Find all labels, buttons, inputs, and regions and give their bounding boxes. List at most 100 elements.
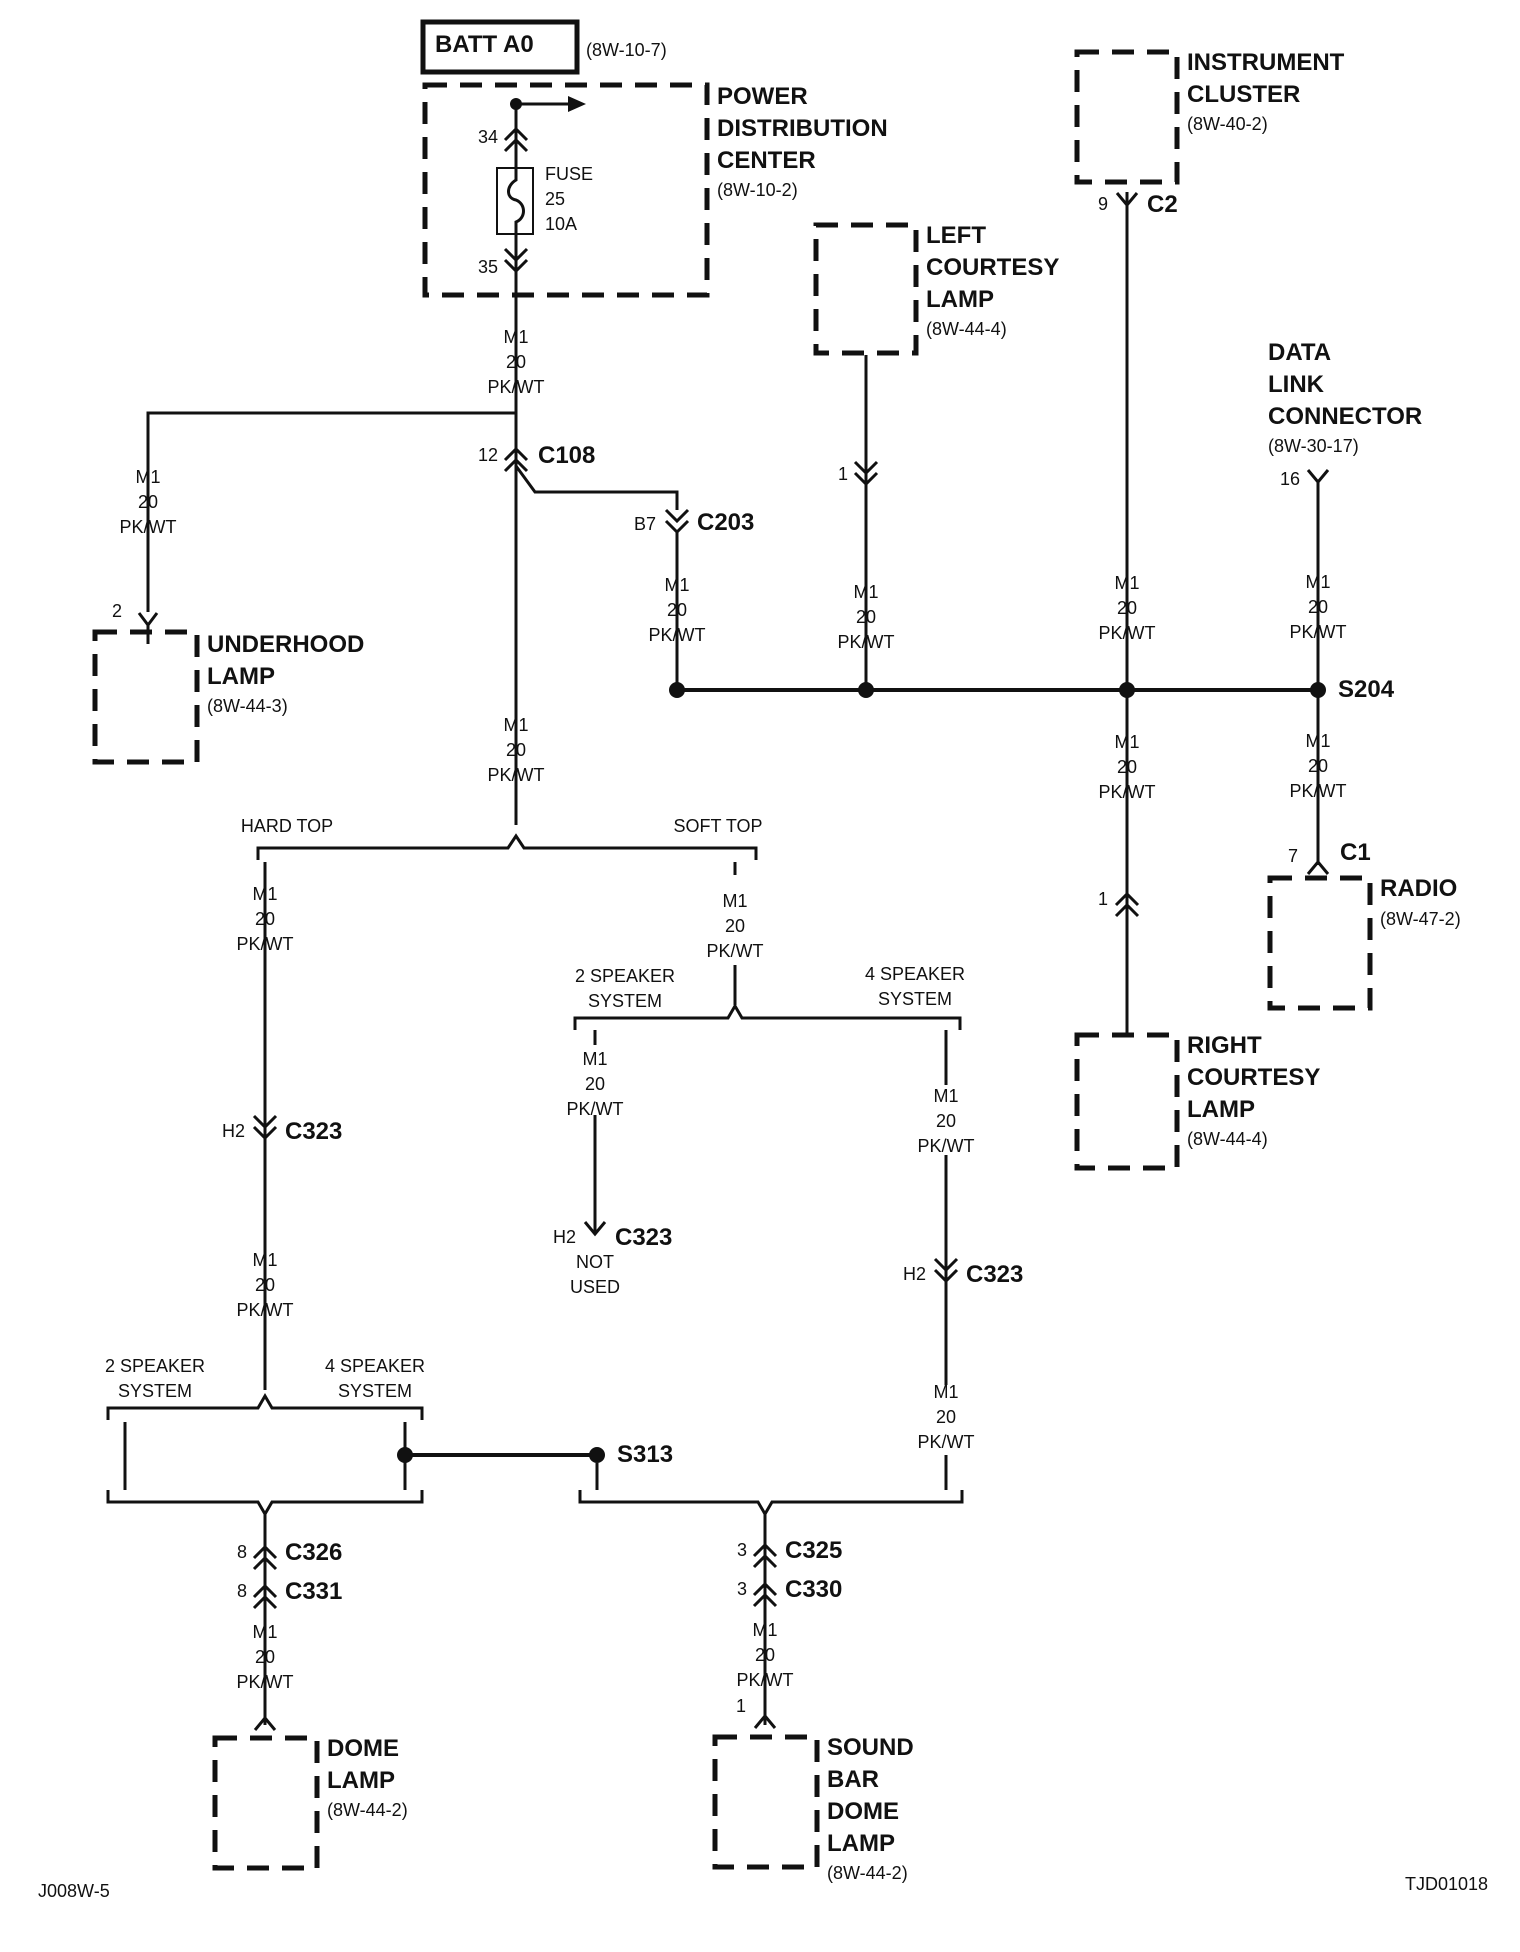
hard-top-branch: M1 20 PK/WT H2 C323 M1 20 PK/WT (222, 862, 342, 1390)
soft-top-two-speaker: M1 20 PK/WT H2 C323 NOT USED (553, 1030, 672, 1297)
svg-text:(8W-47-2): (8W-47-2) (1380, 909, 1461, 929)
svg-text:SOUND: SOUND (827, 1734, 914, 1761)
svg-text:BAR: BAR (827, 1766, 879, 1793)
batt-a0-block: BATT A0 (8W-10-7) (420, 19, 667, 75)
svg-text:CENTER: CENTER (717, 147, 816, 174)
left-courtesy-lamp: LEFT COURTESY LAMP (8W-44-4) 1 M1 20 PK/… (813, 222, 1059, 690)
svg-text:H2: H2 (553, 1227, 576, 1247)
svg-text:20: 20 (1308, 597, 1328, 617)
svg-text:LINK: LINK (1268, 371, 1325, 398)
svg-text:PK/WT: PK/WT (1290, 622, 1347, 642)
svg-text:M1: M1 (664, 575, 689, 595)
svg-text:M1: M1 (252, 1622, 277, 1642)
svg-text:SYSTEM: SYSTEM (118, 1381, 192, 1401)
svg-text:PK/WT: PK/WT (838, 632, 895, 652)
svg-text:1: 1 (1098, 889, 1108, 909)
svg-text:COURTESY: COURTESY (926, 254, 1059, 281)
svg-text:PK/WT: PK/WT (488, 377, 545, 397)
sound-bar-dome-lamp: 3 C325 3 C330 M1 20 PK/WT 1 SOUND BAR DO… (712, 1514, 914, 1883)
svg-text:20: 20 (585, 1074, 605, 1094)
svg-text:PK/WT: PK/WT (237, 934, 294, 954)
svg-text:C2: C2 (1147, 191, 1178, 218)
svg-text:TJD01018: TJD01018 (1405, 1874, 1488, 1894)
svg-text:LAMP: LAMP (1187, 1096, 1255, 1123)
svg-text:8: 8 (237, 1542, 247, 1562)
svg-text:M1: M1 (252, 1250, 277, 1270)
svg-text:(8W-44-4): (8W-44-4) (926, 319, 1007, 339)
svg-text:20: 20 (936, 1111, 956, 1131)
svg-text:PK/WT: PK/WT (237, 1300, 294, 1320)
svg-text:PK/WT: PK/WT (237, 1672, 294, 1692)
svg-text:C203: C203 (697, 509, 754, 536)
wire-label-pdc: M1 20 PK/WT (488, 327, 545, 397)
svg-text:C326: C326 (285, 1539, 342, 1566)
underhood-lamp: 2 UNDERHOOD LAMP (8W-44-3) (92, 601, 364, 765)
svg-text:20: 20 (255, 1275, 275, 1295)
svg-text:PK/WT: PK/WT (1290, 781, 1347, 801)
svg-text:USED: USED (570, 1277, 620, 1297)
svg-text:DATA: DATA (1268, 339, 1331, 366)
svg-text:HARD TOP: HARD TOP (241, 816, 333, 836)
svg-text:1: 1 (838, 464, 848, 484)
svg-text:2: 2 (112, 601, 122, 621)
svg-text:20: 20 (255, 1647, 275, 1667)
svg-text:M1: M1 (1305, 731, 1330, 751)
svg-text:1: 1 (736, 1696, 746, 1716)
svg-text:(8W-10-2): (8W-10-2) (717, 180, 798, 200)
svg-text:25: 25 (545, 189, 565, 209)
svg-text:20: 20 (506, 740, 526, 760)
svg-text:20: 20 (506, 352, 526, 372)
svg-text:DISTRIBUTION: DISTRIBUTION (717, 115, 888, 142)
svg-text:PK/WT: PK/WT (918, 1432, 975, 1452)
svg-text:C331: C331 (285, 1578, 342, 1605)
svg-text:20: 20 (856, 607, 876, 627)
svg-text:20: 20 (936, 1407, 956, 1427)
svg-text:B7: B7 (634, 514, 656, 534)
svg-text:8: 8 (237, 1581, 247, 1601)
svg-text:PK/WT: PK/WT (488, 765, 545, 785)
connector-c108: 12 C108 (146, 411, 679, 825)
power-distribution-center: 34 FUSE 25 10A 35 POWER DISTRIBUTION CEN… (422, 82, 888, 415)
svg-text:M1: M1 (582, 1049, 607, 1069)
svg-text:(8W-30-17): (8W-30-17) (1268, 436, 1359, 456)
svg-text:M1: M1 (933, 1382, 958, 1402)
svg-text:(8W-40-2): (8W-40-2) (1187, 114, 1268, 134)
hard-top-speaker-bracket: 2 SPEAKER SYSTEM 4 SPEAKER SYSTEM S313 (105, 1356, 673, 1517)
data-link-connector: DATA LINK CONNECTOR (8W-30-17) 16 M1 20 … (1268, 339, 1422, 690)
svg-text:M1: M1 (933, 1086, 958, 1106)
svg-text:M1: M1 (503, 715, 528, 735)
svg-text:SOFT TOP: SOFT TOP (673, 816, 762, 836)
soft-top-branch: M1 20 PK/WT 2 SPEAKER SYSTEM 4 SPEAKER S… (573, 862, 965, 1030)
svg-text:(8W-44-3): (8W-44-3) (207, 696, 288, 716)
svg-text:PK/WT: PK/WT (1099, 782, 1156, 802)
svg-text:M1: M1 (1114, 732, 1139, 752)
svg-text:BATT A0: BATT A0 (435, 31, 534, 58)
wire-label-c108-down: M1 20 PK/WT (488, 715, 545, 785)
svg-text:CONNECTOR: CONNECTOR (1268, 403, 1422, 430)
svg-text:S204: S204 (1338, 676, 1395, 703)
svg-text:3: 3 (737, 1579, 747, 1599)
svg-text:3: 3 (737, 1540, 747, 1560)
svg-text:RADIO: RADIO (1380, 875, 1457, 902)
svg-text:INSTRUMENT: INSTRUMENT (1187, 49, 1345, 76)
svg-text:LAMP: LAMP (926, 286, 994, 313)
svg-text:UNDERHOOD: UNDERHOOD (207, 631, 364, 658)
svg-text:M1: M1 (1114, 573, 1139, 593)
svg-text:PK/WT: PK/WT (1099, 623, 1156, 643)
dome-lamp: 8 C326 8 C331 M1 20 PK/WT DOME LAMP (8W-… (212, 1514, 408, 1871)
svg-text:PK/WT: PK/WT (567, 1099, 624, 1119)
svg-text:DOME: DOME (327, 1735, 399, 1762)
radio: M1 20 PK/WT 7 C1 RADIO (8W-47-2) (1267, 690, 1461, 1011)
soft-top-lower-bracket (578, 1463, 964, 1517)
svg-text:COURTESY: COURTESY (1187, 1064, 1320, 1091)
svg-text:M1: M1 (752, 1620, 777, 1640)
svg-text:PK/WT: PK/WT (737, 1670, 794, 1690)
footer: J008W-5 TJD01018 (38, 1874, 1488, 1901)
svg-text:2 SPEAKER: 2 SPEAKER (105, 1356, 205, 1376)
svg-text:FUSE: FUSE (545, 164, 593, 184)
svg-text:C108: C108 (538, 442, 595, 469)
svg-text:9: 9 (1098, 194, 1108, 214)
svg-text:M1: M1 (135, 467, 160, 487)
svg-text:CLUSTER: CLUSTER (1187, 81, 1300, 108)
